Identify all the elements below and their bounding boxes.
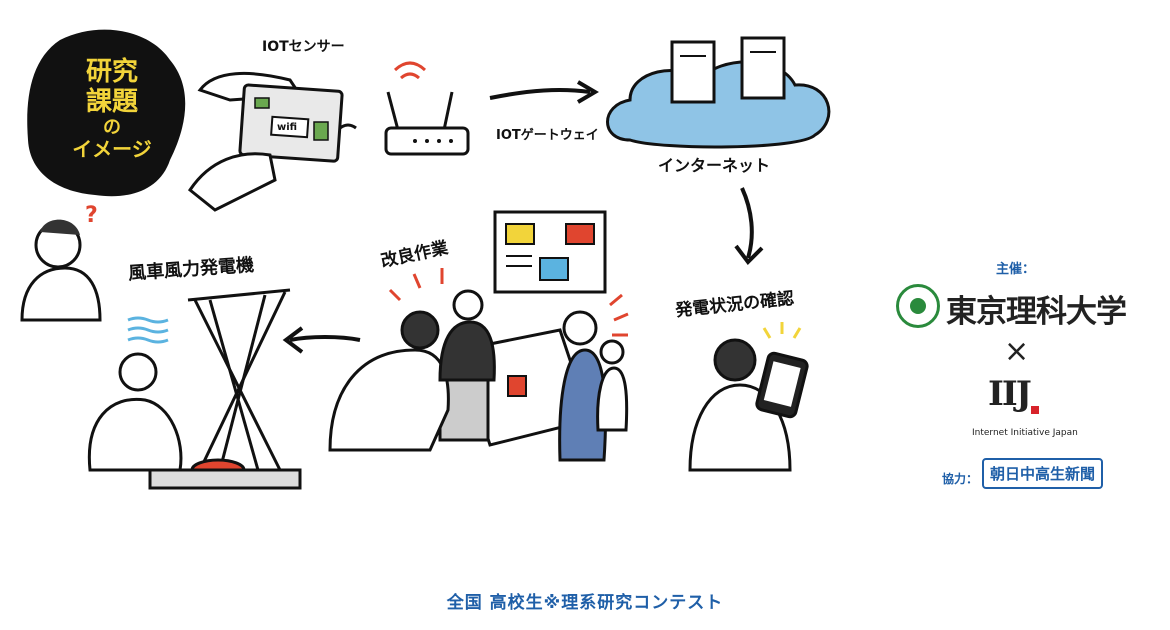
iij-name: Internet Initiative Japan [972, 428, 1078, 438]
illustration: ? [20, 29, 831, 490]
iot-sensor-illustration [187, 72, 357, 212]
improvement-team-illustration [328, 210, 629, 462]
contest-title: 全国 高校生※理系研究コンテスト [446, 593, 724, 613]
badge-line-2: 課題 [85, 86, 138, 117]
iot-gateway-label: IOTゲートウェイ [496, 128, 599, 143]
wifi-label: wifi [277, 122, 298, 133]
arrow-down [740, 187, 754, 259]
wind-turbine-illustration [87, 288, 302, 490]
iij-logo: IIJ [988, 374, 1032, 414]
arrow-to-cloud [489, 88, 591, 100]
badge-line-4: イメージ [72, 137, 152, 162]
host-label: 主催： [996, 262, 1036, 277]
cloud-servers-illustration [606, 36, 831, 149]
times-symbol: × [1004, 334, 1030, 369]
internet-label: インターネット [658, 156, 771, 175]
newspaper-logo: 朝日中高生新聞 [982, 458, 1104, 489]
thinking-person-illustration: ? [20, 203, 102, 322]
cooperation-label: 協力： [942, 472, 979, 486]
university-name: 東京理科大学 [946, 294, 1127, 330]
badge-line-3: の [103, 116, 121, 138]
iij-red-dot [1031, 406, 1039, 414]
research-badge: 研究 課題 の イメージ [52, 57, 172, 162]
university-seal [896, 284, 940, 328]
badge-line-1: 研究 [85, 57, 138, 87]
router-illustration [384, 61, 470, 156]
arrow-left [289, 335, 361, 342]
person-with-phone-illustration [688, 322, 809, 472]
research-badge-blob [27, 29, 186, 197]
svg-text:?: ? [85, 203, 98, 228]
iot-sensor-label: IOTセンサー [262, 39, 345, 55]
